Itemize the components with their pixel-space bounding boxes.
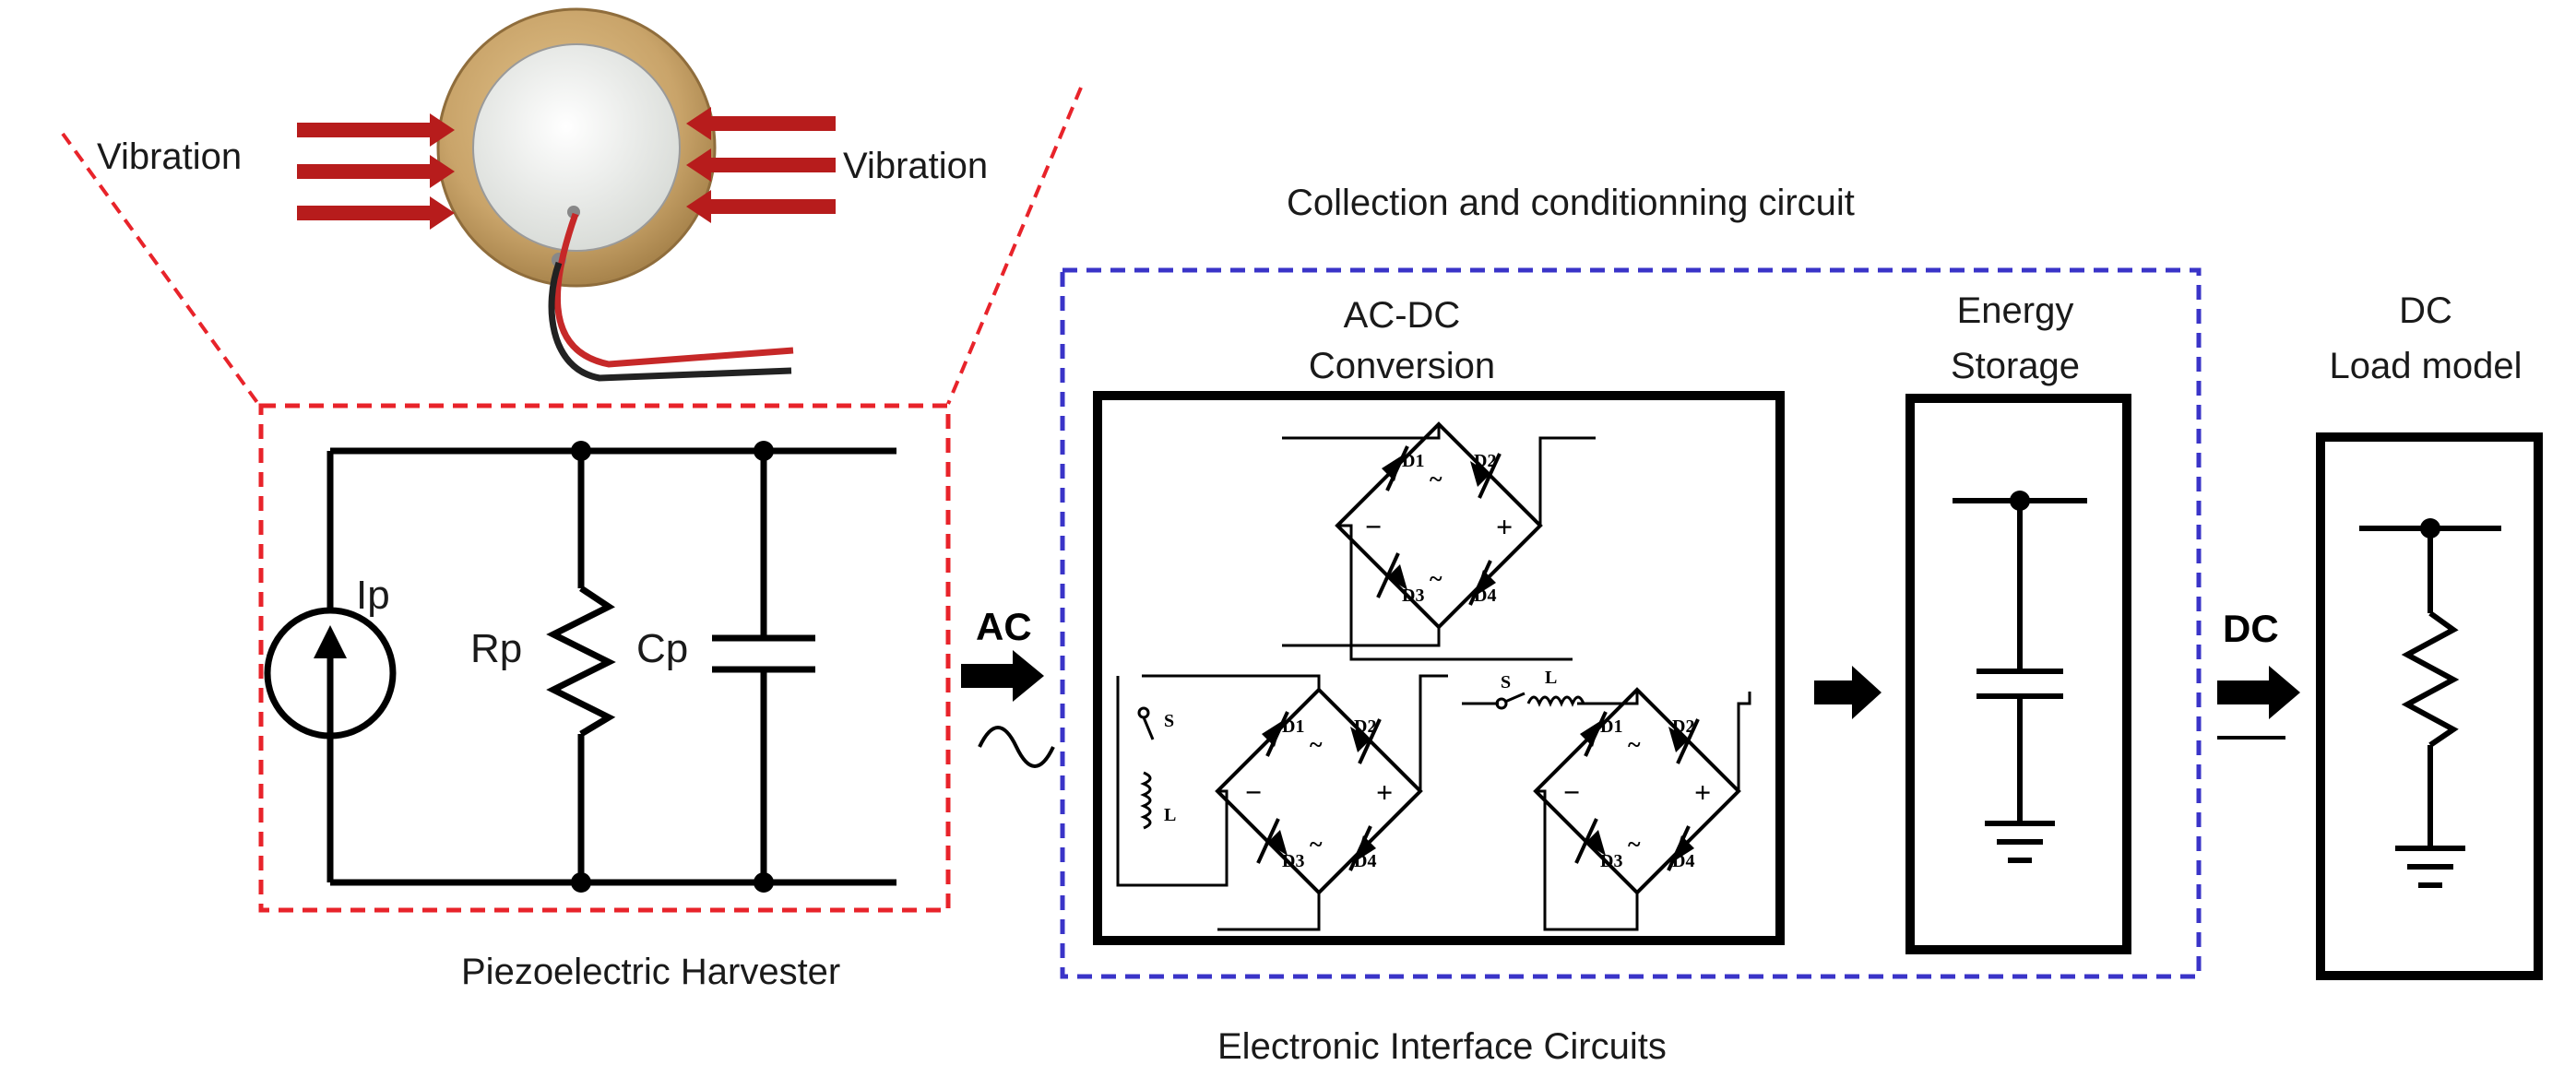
resistor-icon [2359, 526, 2501, 848]
storage-junction-dot [2010, 491, 2030, 511]
svg-text:~: ~ [1628, 731, 1641, 758]
svg-text:D2: D2 [1474, 451, 1496, 471]
interface-caption: Electronic Interface Circuits [1217, 1026, 1667, 1067]
current-source-icon [264, 607, 397, 740]
vibration-arrows-right [686, 107, 836, 223]
ground-icon [1985, 821, 2055, 863]
svg-text:L: L [1164, 805, 1176, 825]
dc-title-2: Load model [2329, 346, 2522, 386]
svg-text:D3: D3 [1282, 851, 1304, 871]
storage-title-2: Storage [1951, 346, 2080, 386]
cp-label: Cp [636, 626, 688, 671]
storage-title-1: Energy [1957, 290, 2074, 331]
bridge-rectifier-right: S L D1 D2 D3 D4 ~ ~ − + [1462, 668, 1751, 931]
load-ground-icon [2395, 846, 2465, 888]
load-junction-dot [2420, 518, 2440, 538]
dc-label: DC [2223, 607, 2279, 650]
svg-text:+: + [1376, 775, 1393, 809]
svg-text:~: ~ [1430, 466, 1442, 492]
piezo-disc-image [436, 7, 794, 382]
harvester-circuit [326, 447, 896, 886]
svg-text:+: + [1496, 510, 1513, 543]
vibration-label-left: Vibration [97, 136, 242, 177]
svg-text:L: L [1545, 668, 1557, 688]
svg-text:S: S [1164, 711, 1174, 731]
load-box [2316, 432, 2543, 980]
svg-text:D3: D3 [1600, 851, 1622, 871]
interface-box [1060, 267, 2202, 979]
harvester-box [258, 403, 951, 913]
vibration-arrows-left [297, 113, 455, 230]
capacitor-icon [1953, 498, 2087, 823]
svg-text:~: ~ [1628, 831, 1641, 858]
red-wire [553, 212, 794, 368]
svg-text:D1: D1 [1402, 451, 1424, 471]
svg-text:D1: D1 [1282, 716, 1304, 737]
acdc-title-2: Conversion [1309, 346, 1495, 386]
svg-text:+: + [1694, 775, 1711, 809]
acdc-title-1: AC-DC [1344, 295, 1461, 336]
ac-wave-icon [978, 726, 1055, 768]
svg-text:S: S [1501, 672, 1511, 692]
svg-text:~: ~ [1310, 731, 1323, 758]
harvester-caption: Piezoelectric Harvester [461, 952, 840, 992]
zoom-line-right [946, 87, 1083, 405]
ac-arrow-icon [961, 650, 1044, 702]
svg-text:−: − [1563, 775, 1580, 809]
svg-text:−: − [1365, 510, 1382, 543]
bridge-rectifier-left: S L D1 D2 D3 D4 ~ ~ − + [1116, 674, 1448, 931]
collection-title: Collection and conditionning circuit [1287, 183, 1855, 223]
svg-text:~: ~ [1430, 565, 1442, 592]
dc-title-1: DC [2399, 290, 2452, 331]
svg-text:D4: D4 [1672, 851, 1694, 871]
acdc-box [1093, 391, 1785, 945]
ac-label: AC [976, 605, 1032, 648]
dc-arrow-icon [2217, 666, 2300, 719]
zoom-line-left [61, 132, 260, 406]
svg-text:~: ~ [1310, 831, 1323, 858]
svg-text:D1: D1 [1600, 716, 1622, 737]
junction-dots [571, 441, 774, 893]
svg-text:D2: D2 [1354, 716, 1376, 737]
svg-text:D4: D4 [1474, 586, 1496, 606]
svg-text:D2: D2 [1672, 716, 1694, 737]
svg-text:D3: D3 [1402, 586, 1424, 606]
storage-arrow-icon [1814, 666, 1882, 719]
storage-box [1905, 394, 2131, 954]
ip-label: Ip [356, 573, 390, 618]
svg-text:D4: D4 [1354, 851, 1376, 871]
bridge-rectifier-top: D1 D2 D3 D4 ~ ~ − + [1282, 422, 1596, 661]
svg-text:−: − [1245, 775, 1262, 809]
vibration-label-right: Vibration [843, 146, 988, 186]
rp-label: Rp [470, 626, 522, 671]
black-wire [548, 261, 792, 382]
